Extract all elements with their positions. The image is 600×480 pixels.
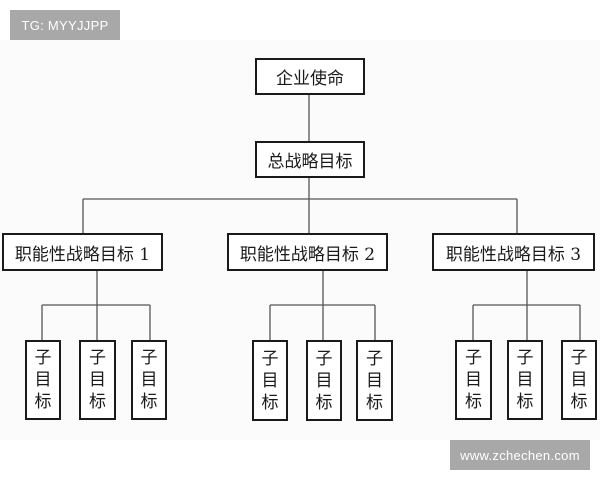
functional-goal-node-3: 职能性战略目标 3 bbox=[432, 233, 595, 271]
sub-goal-char: 目 bbox=[570, 370, 588, 390]
sub-goal-char: 目 bbox=[89, 370, 106, 390]
functional-goal-node-1: 职能性战略目标 1 bbox=[2, 233, 163, 271]
sub-goal-node: 子 目 标 bbox=[356, 340, 393, 421]
sub-goal-node: 子 目 标 bbox=[79, 340, 116, 420]
sub-goal-char: 标 bbox=[261, 392, 279, 413]
functional-goal-label: 职能性战略目标 1 bbox=[14, 244, 151, 265]
sub-goal-char: 目 bbox=[315, 370, 333, 391]
sub-goal-char: 目 bbox=[516, 370, 534, 390]
sub-goal-char: 目 bbox=[140, 370, 158, 390]
sub-goal-node: 子 目 标 bbox=[455, 340, 492, 420]
sub-goal-node: 子 目 标 bbox=[25, 340, 61, 420]
sub-goal-char: 标 bbox=[140, 392, 158, 412]
overall-strategic-goal-node: 总战略目标 bbox=[255, 141, 365, 178]
sub-goal-char: 子 bbox=[89, 348, 106, 368]
sub-goal-node: 子 目 标 bbox=[507, 340, 543, 420]
sub-goal-node: 子 目 标 bbox=[131, 340, 167, 420]
sub-goal-char: 标 bbox=[465, 392, 482, 412]
watermark-top-left: TG: MYYJJPP bbox=[10, 10, 120, 40]
functional-goal-label: 职能性战略目标 3 bbox=[445, 244, 582, 265]
sub-goal-node: 子 目 标 bbox=[306, 340, 342, 421]
sub-goal-char: 子 bbox=[34, 348, 52, 368]
sub-goal-char: 目 bbox=[261, 370, 279, 391]
sub-goal-char: 标 bbox=[516, 392, 534, 412]
sub-goal-char: 子 bbox=[315, 348, 333, 369]
root-node-label: 企业使命 bbox=[276, 69, 344, 89]
sub-goal-char: 标 bbox=[89, 392, 106, 412]
sub-goal-char: 子 bbox=[516, 348, 534, 368]
sub-goal-char: 目 bbox=[465, 370, 482, 390]
functional-goal-node-2: 职能性战略目标 2 bbox=[227, 233, 388, 271]
sub-goal-char: 子 bbox=[366, 348, 383, 369]
watermark-bottom-right: www.zchechen.com bbox=[450, 440, 590, 470]
sub-goal-char: 目 bbox=[366, 370, 383, 391]
sub-goal-char: 子 bbox=[140, 348, 158, 368]
overall-goal-label: 总战略目标 bbox=[267, 152, 353, 172]
sub-goal-char: 标 bbox=[570, 392, 588, 412]
sub-goal-char: 子 bbox=[465, 348, 482, 368]
sub-goal-char: 子 bbox=[261, 348, 279, 369]
sub-goal-char: 子 bbox=[570, 348, 588, 368]
sub-goal-char: 标 bbox=[366, 392, 383, 413]
sub-goal-node: 子 目 标 bbox=[252, 340, 288, 421]
root-node-mission: 企业使命 bbox=[255, 58, 365, 95]
sub-goal-char: 目 bbox=[34, 370, 52, 390]
functional-goal-label: 职能性战略目标 2 bbox=[239, 244, 376, 265]
sub-goal-char: 标 bbox=[34, 392, 52, 412]
sub-goal-node: 子 目 标 bbox=[561, 340, 597, 420]
sub-goal-char: 标 bbox=[315, 392, 333, 413]
